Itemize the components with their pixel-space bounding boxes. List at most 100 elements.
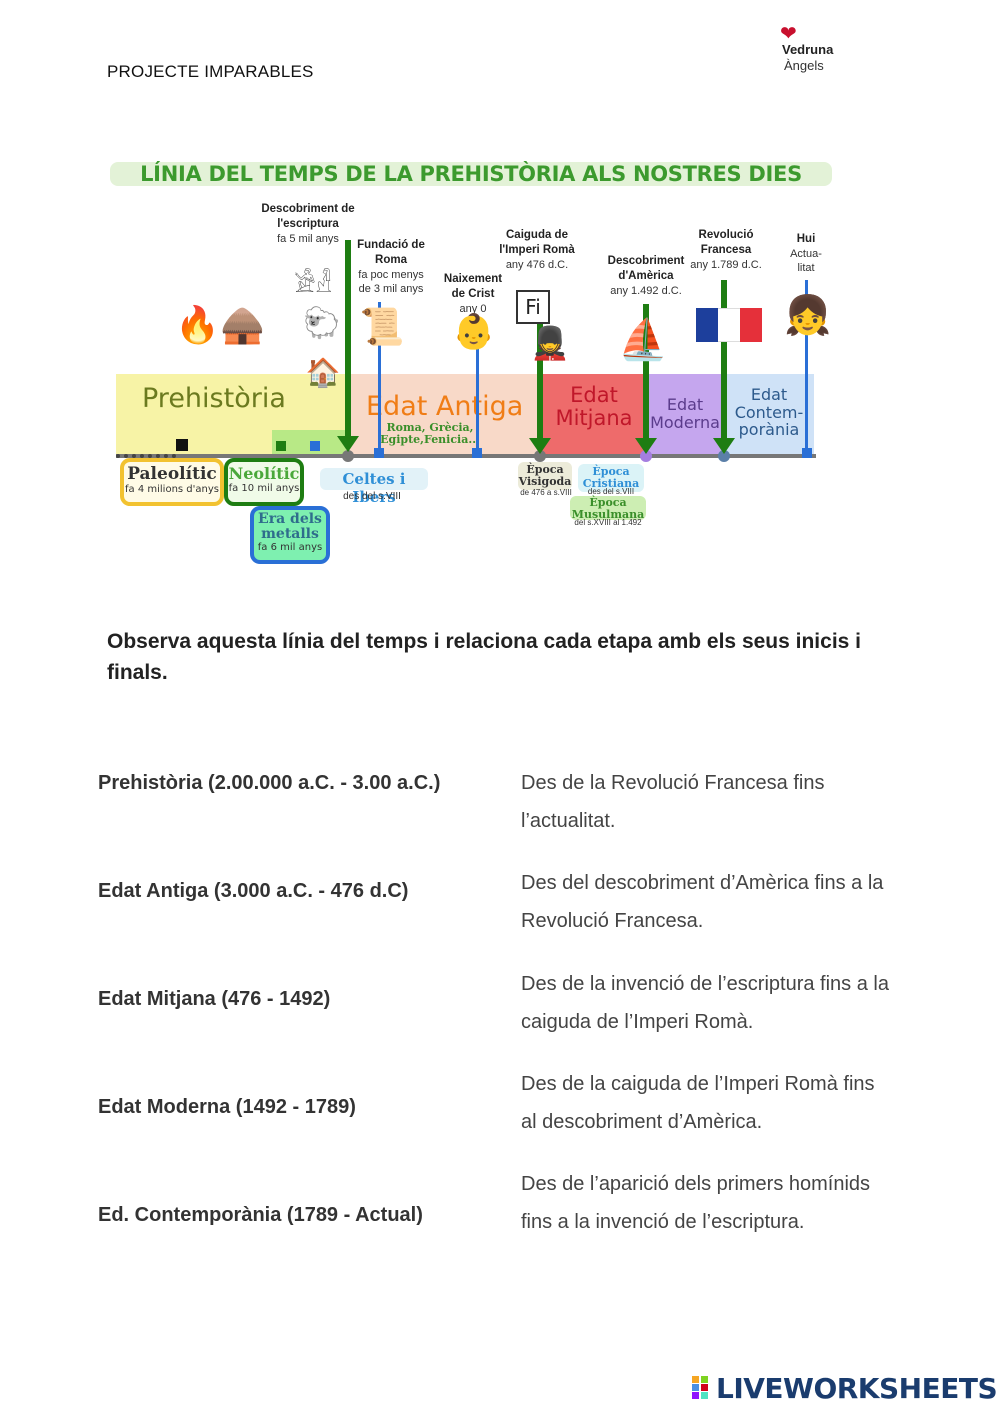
pill-paleolitic-name: Paleolític — [127, 464, 217, 484]
sheep-icon: 🐑 — [303, 307, 341, 340]
event-escriptura-name: Descobriment de l'escriptura — [261, 203, 355, 230]
description-5[interactable]: Des de l’aparició dels primers homínids … — [521, 1173, 871, 1233]
prehistory-tools-icon: 🔥🛖 — [175, 304, 265, 345]
pill-celtes-date: des del s.VIII — [343, 491, 401, 502]
event-hui-date: Actua-litat — [790, 247, 822, 275]
girl-icon: 👧 — [784, 295, 832, 337]
pill-celtes: Celtes i Ibers — [320, 468, 428, 506]
pill-visigoda-name: Època Visigoda — [518, 463, 572, 488]
marker-neolitic — [276, 441, 286, 451]
pill-cristiana-name: Època Cristiana — [582, 465, 640, 490]
pill-cristiana-date: des del s.VIII — [587, 487, 635, 496]
label-prehistoria: Prehistòria — [142, 383, 286, 414]
marker-hui — [802, 448, 812, 458]
project-title: PROJECTE IMPARABLES — [107, 62, 314, 81]
description-3[interactable]: Des de la invenció de l’escriptura fins … — [521, 973, 889, 1033]
line-escriptura — [345, 240, 351, 436]
hut-icon: 🏠 — [305, 357, 341, 388]
timeline-image: LÍNIA DEL TEMPS DE LA PREHISTÒRIA ALS NO… — [108, 156, 838, 566]
label-antiga: Edat Antiga — [366, 391, 524, 422]
pill-neolitic: Neolític fa 10 mil anys — [224, 458, 304, 506]
heart-icon: ❤ — [780, 23, 797, 45]
pill-paleolitic-date: fa 4 milions d'anys — [125, 484, 219, 495]
logo-line-1: Vedruna — [782, 42, 834, 57]
event-america: Descobriment d'Amèrica any 1.492 d.C. — [600, 254, 692, 298]
arrow-america — [635, 438, 657, 454]
pill-musulmana-date: del s.XVIII al 1.492 — [574, 518, 642, 527]
description-2[interactable]: Des del descobriment d’Amèrica fins a la… — [521, 872, 884, 932]
pill-visigoda: Època Visigoda — [518, 462, 572, 490]
logo-line-2: Àngels — [784, 58, 824, 73]
label-antiga-sub: Roma, Grècia, Egipte,Fenicia... — [380, 421, 480, 447]
timeline-axis — [116, 454, 816, 458]
event-roma-name: Fundació de Roma — [357, 239, 425, 266]
event-hui-name: Hui — [796, 233, 816, 245]
line-america — [643, 304, 649, 438]
pill-neolitic-date: fa 10 mil anys — [228, 483, 300, 494]
hieroglyphs-icon: 𓀀𓁐 — [294, 271, 332, 298]
axis-dotted — [116, 454, 176, 458]
stage-contemporania[interactable]: Ed. Contemporània (1789 - Actual) — [98, 1204, 423, 1226]
pill-musulmana: Època Musulmana — [570, 496, 646, 521]
line-hui — [805, 280, 808, 450]
event-imperi: Caiguda de l'Imperi Romà any 476 d.C. — [492, 228, 582, 272]
band-contemporania — [724, 374, 814, 456]
event-roma-date: fa poc menys de 3 mil anys — [358, 268, 424, 296]
roman-soldier-icon: 💂 — [530, 325, 570, 361]
event-hui: Hui Actua-litat — [784, 232, 828, 276]
event-america-date: any 1.492 d.C. — [610, 284, 682, 297]
line-imperi — [537, 316, 543, 438]
marker-crist — [472, 448, 482, 458]
fi-sign: Fi — [516, 290, 550, 324]
pill-metalls-date: fa 6 mil anys — [257, 542, 323, 553]
arrow-imperi — [529, 438, 551, 454]
event-crist-date: any 0 — [459, 302, 487, 315]
school-logo: ❤ Vedruna Àngels — [778, 24, 858, 74]
description-1[interactable]: Des de la Revolució Francesa fins l’actu… — [521, 772, 825, 832]
arrow-revolucio — [713, 438, 735, 454]
event-revolucio-name: Revolució Francesa — [698, 229, 754, 256]
line-roma — [378, 302, 381, 450]
instruction-text: Observa aquesta línia del temps i relaci… — [107, 630, 862, 684]
liveworksheets-logo-icon — [692, 1376, 710, 1400]
pill-neolitic-name: Neolític — [228, 464, 300, 483]
pill-celtes-name: Celtes i Ibers — [342, 470, 406, 506]
stage-moderna[interactable]: Edat Moderna (1492 - 1789) — [98, 1096, 356, 1118]
pill-musulmana-name: Època Musulmana — [571, 496, 645, 521]
timeline-title: LÍNIA DEL TEMPS DE LA PREHISTÒRIA ALS NO… — [110, 162, 832, 186]
event-revolucio-date: any 1.789 d.C. — [690, 258, 762, 271]
band-mitjana — [542, 374, 646, 456]
band-moderna — [646, 374, 724, 456]
line-crist — [476, 340, 479, 450]
marker-metalls — [310, 441, 320, 451]
event-crist-name: Naixement de Crist — [443, 273, 503, 300]
liveworksheets-brand[interactable]: LIVEWORKSHEETS — [716, 1372, 998, 1405]
event-revolucio: Revolució Francesa any 1.789 d.C. — [686, 228, 766, 272]
baby-icon: 👶 — [452, 313, 496, 351]
event-roma: Fundació de Roma fa poc menys de 3 mil a… — [354, 238, 428, 296]
marker-celtes — [374, 448, 384, 458]
scroll-figure-icon: 📜 — [359, 306, 405, 347]
pill-paleolitic: Paleolític fa 4 milions d'anys — [120, 458, 224, 506]
pill-metalls-name: Era dels metalls — [258, 511, 322, 542]
event-escriptura-date: fa 5 mil anys — [277, 232, 339, 245]
stage-mitjana[interactable]: Edat Mitjana (476 - 1492) — [98, 988, 331, 1010]
line-revolucio — [721, 280, 727, 438]
event-america-name: Descobriment d'Amèrica — [607, 255, 685, 282]
pill-cristiana: Època Cristiana — [578, 464, 644, 492]
event-imperi-date: any 476 d.C. — [505, 258, 569, 271]
label-mitjana: Edat Mitjana — [555, 383, 633, 431]
stage-antiga[interactable]: Edat Antiga (3.000 a.C. - 476 d.C) — [98, 880, 409, 902]
event-crist: Naixement de Crist any 0 — [436, 272, 510, 316]
event-imperi-name: Caiguda de l'Imperi Romà — [499, 229, 575, 256]
dot-escriptura — [342, 450, 354, 462]
label-contemporania: Edat Contem-porània — [734, 385, 804, 440]
label-moderna: Edat Moderna — [650, 395, 720, 432]
pill-visigoda-date: de 476 a s.VIII — [520, 488, 572, 497]
arrow-escriptura — [337, 436, 359, 452]
ship-icon: ⛵ — [618, 318, 668, 362]
stage-prehistoria[interactable]: Prehistòria (2.00.000 a.C. - 3.00 a.C.) — [98, 772, 441, 794]
event-escriptura: Descobriment de l'escriptura fa 5 mil an… — [258, 202, 358, 246]
pill-metalls: Era dels metalls fa 6 mil anys — [250, 506, 330, 564]
description-4[interactable]: Des de la caiguda de l’Imperi Romà fins … — [521, 1073, 875, 1133]
